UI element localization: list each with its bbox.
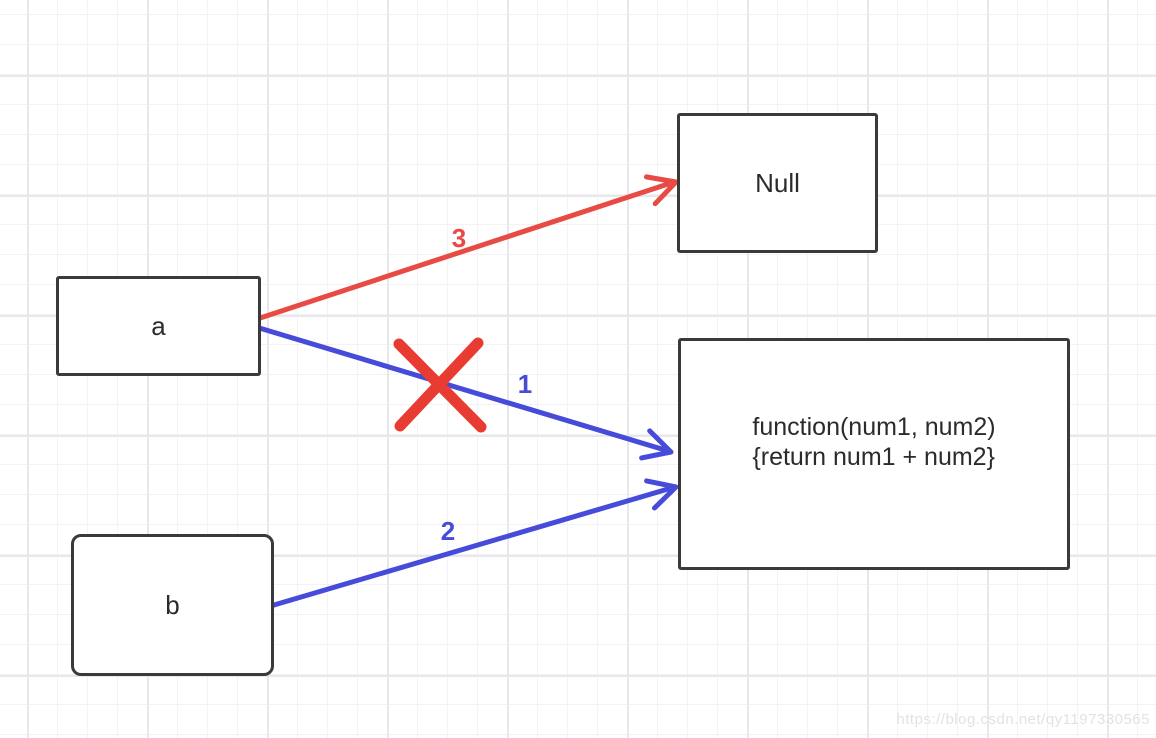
edge-a-to-function: 1 xyxy=(253,324,674,461)
node-null-label: Null xyxy=(755,167,800,198)
node-null: Null xyxy=(677,113,878,253)
node-b: b xyxy=(71,534,274,676)
node-a-label: a xyxy=(151,310,166,341)
cross-out-mark xyxy=(393,337,487,433)
cross-out-stroke-1 xyxy=(393,338,487,433)
edge-a-to-null-arrowhead xyxy=(643,174,679,207)
watermark-url: https://blog.csdn.net/qy1197330565 xyxy=(896,711,1150,728)
node-b-label: b xyxy=(165,589,180,620)
edge-a-to-function-arrowhead xyxy=(639,428,674,461)
edge-label-1: 1 xyxy=(518,369,532,399)
function-signature: function(num1, num2) xyxy=(752,413,996,441)
node-a: a xyxy=(56,276,261,376)
edge-label-2: 2 xyxy=(441,516,455,546)
edge-b-to-function-arrowhead xyxy=(644,478,679,511)
function-body: {return num1 + num2} xyxy=(752,443,995,471)
edge-a-to-function-line xyxy=(253,324,668,453)
edge-b-to-function-line xyxy=(271,486,671,608)
node-function-label: function(num1, num2) {return num1 + num2… xyxy=(752,412,995,472)
edge-label-3: 3 xyxy=(452,223,466,253)
cross-out-stroke-2 xyxy=(394,337,484,432)
edge-a-to-null: 3 xyxy=(248,174,679,324)
edge-a-to-null-line xyxy=(248,181,671,324)
node-function: function(num1, num2) {return num1 + num2… xyxy=(678,338,1070,570)
edge-b-to-function: 2 xyxy=(271,478,679,608)
